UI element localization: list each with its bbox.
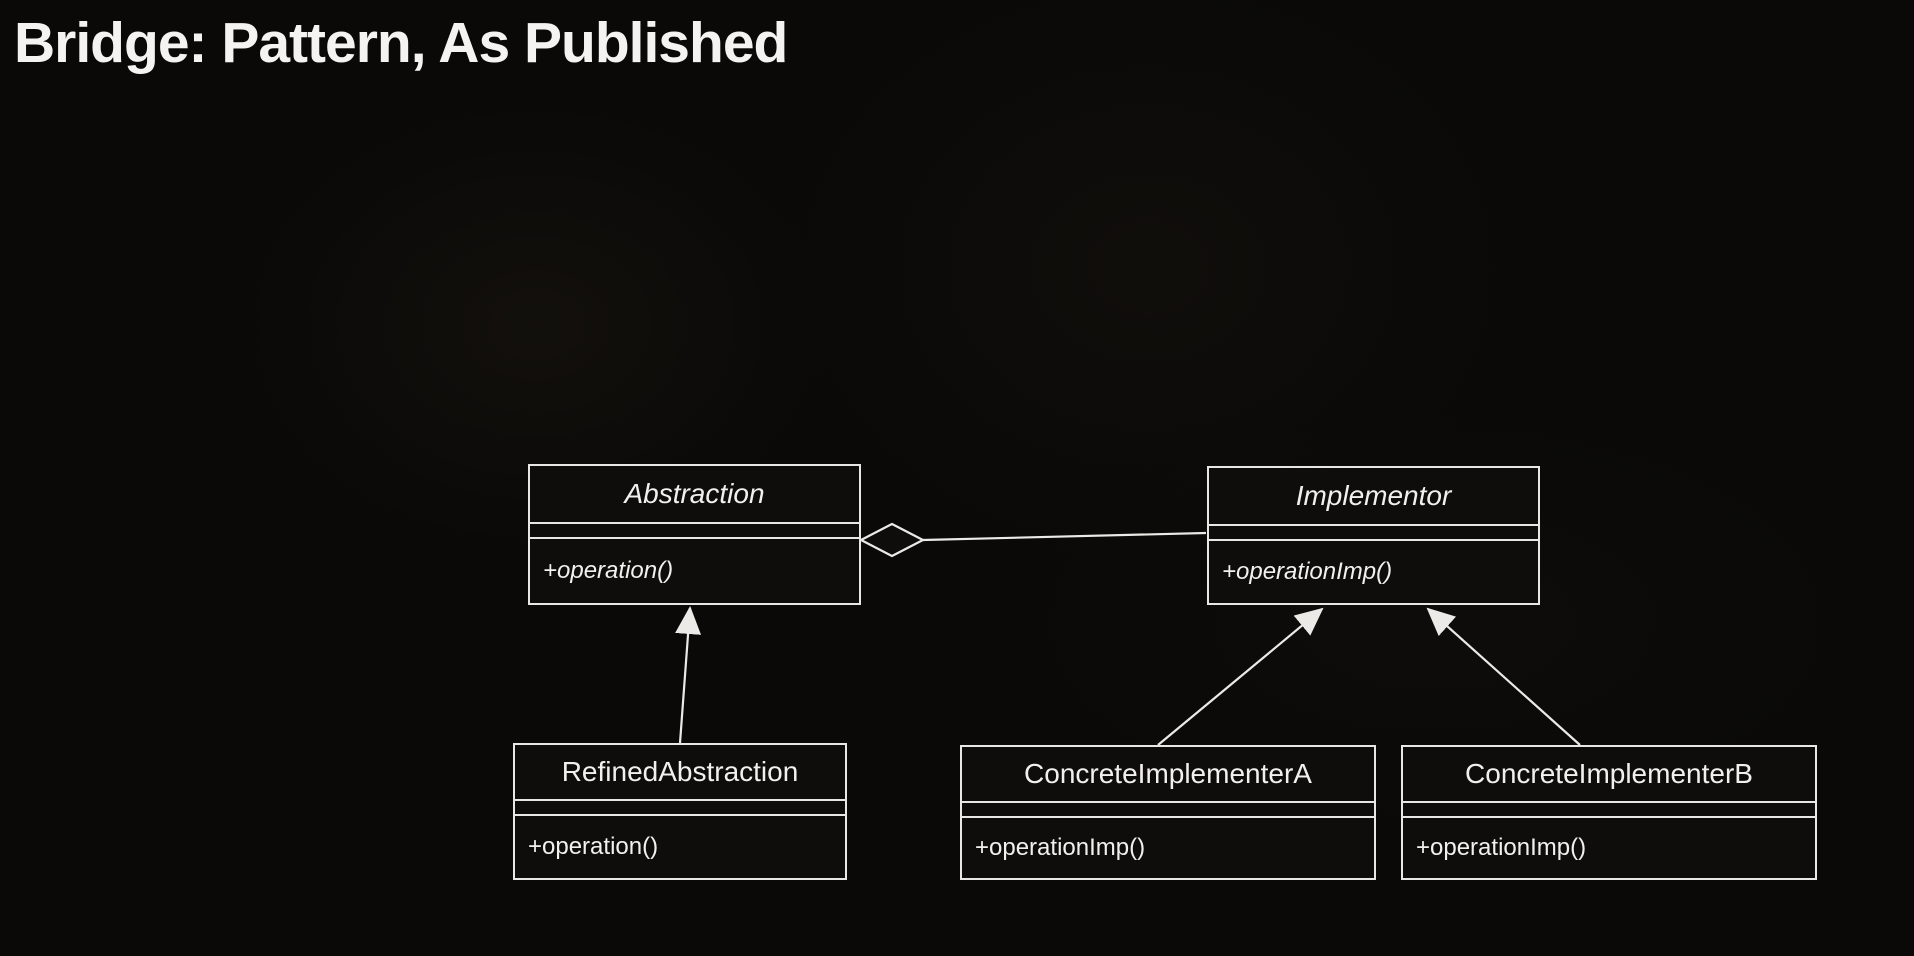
class-name: RefinedAbstraction — [515, 745, 845, 801]
aggregation-diamond-icon — [858, 522, 926, 558]
class-name: ConcreteImplementerA — [962, 747, 1374, 803]
class-box-refined-abstraction: RefinedAbstraction +operation() — [513, 743, 847, 880]
class-name: Abstraction — [530, 466, 859, 524]
generalization-arrow-concrete-implementer-a — [1157, 607, 1324, 746]
operation-label: +operationImp() — [1222, 558, 1393, 585]
attributes-compartment — [515, 801, 845, 816]
class-box-concrete-implementer-a: ConcreteImplementerA +operationImp() — [960, 745, 1376, 880]
operation-label: +operation() — [543, 557, 674, 584]
slide-title: Bridge: Pattern, As Published — [14, 11, 788, 75]
attributes-compartment — [1209, 526, 1538, 541]
attributes-compartment — [962, 803, 1374, 818]
operation-label: +operation() — [528, 833, 659, 860]
attributes-compartment — [1403, 803, 1815, 818]
generalization-arrow-refined-abstraction — [675, 606, 702, 744]
class-box-abstraction: Abstraction +operation() — [528, 464, 861, 605]
class-name: ConcreteImplementerB — [1403, 747, 1815, 803]
operation-label: +operationImp() — [1416, 834, 1587, 861]
aggregation-link-abstraction-implementor — [858, 522, 1207, 558]
generalization-arrow-concrete-implementer-b — [1426, 607, 1581, 746]
attributes-compartment — [530, 524, 859, 539]
class-name: Implementor — [1209, 468, 1538, 526]
class-box-implementor: Implementor +operationImp() — [1207, 466, 1540, 605]
operation-label: +operationImp() — [975, 834, 1146, 861]
class-box-concrete-implementer-b: ConcreteImplementerB +operationImp() — [1401, 745, 1817, 880]
